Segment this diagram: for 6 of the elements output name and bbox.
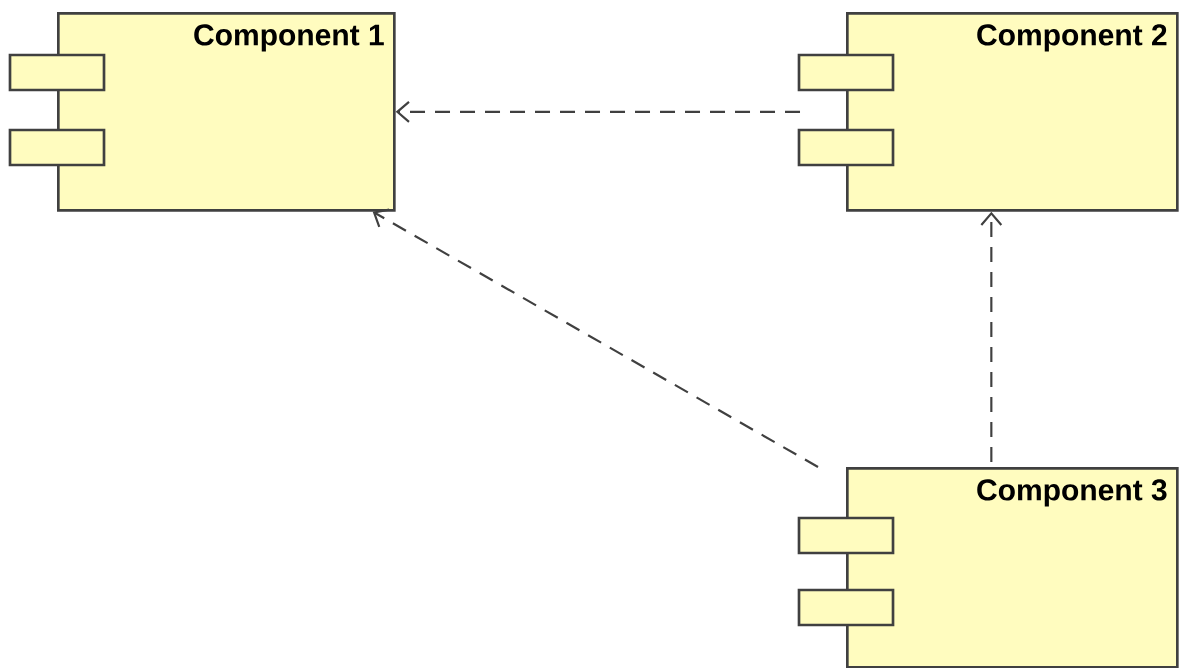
dependency-arrow (980, 211, 1003, 462)
component-box: Component 1 (8, 12, 396, 212)
dependency-arrow (372, 208, 819, 468)
component-box: Component 3 (797, 467, 1179, 668)
dependency-arrow (395, 101, 800, 123)
component-box: Component 2 (797, 12, 1179, 212)
